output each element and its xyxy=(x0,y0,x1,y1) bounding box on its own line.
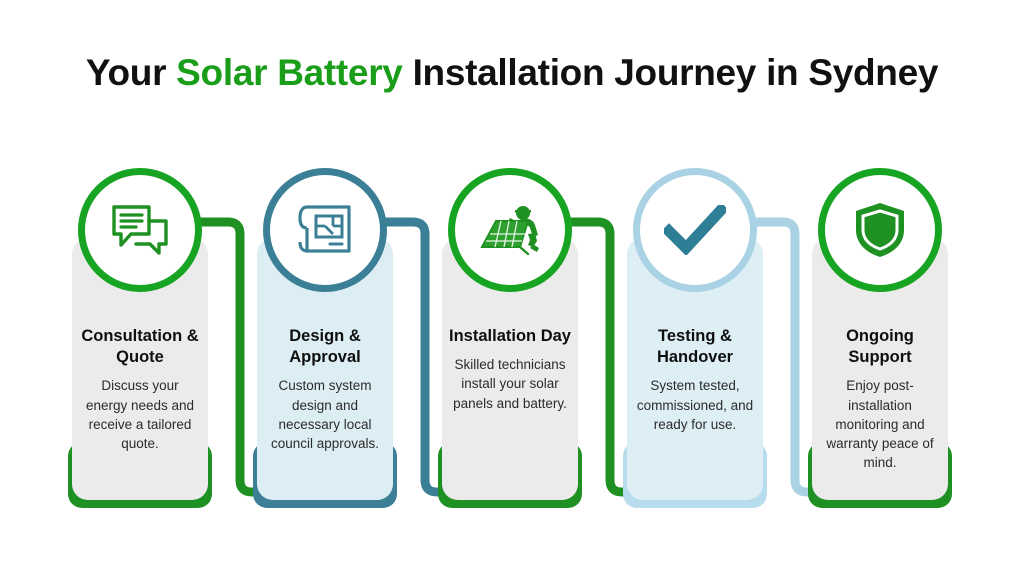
step-description: Custom system design and necessary local… xyxy=(270,378,380,452)
page-title-part1: Your xyxy=(85,52,177,93)
step-title: Ongoing Support xyxy=(846,327,914,367)
blueprint-icon xyxy=(263,168,387,292)
checkmark-icon xyxy=(633,168,757,292)
step-description: Skilled technicians install your solar p… xyxy=(453,357,567,411)
step-title: Installation Day xyxy=(449,327,571,345)
page-title-part2: Installation Journey in Sydney xyxy=(402,52,939,93)
journey-step-3: Installation Day Skilled technicians ins… xyxy=(432,168,667,528)
journey-steps: Consultation & Quote Discuss your energy… xyxy=(62,168,962,528)
step-title: Consultation & Quote xyxy=(81,327,199,367)
step-description: Enjoy post-installation monitoring and w… xyxy=(826,378,934,471)
journey-step-1: Consultation & Quote Discuss your energy… xyxy=(62,168,297,528)
step-title: Design & Approval xyxy=(289,327,361,367)
chat-bubbles-icon xyxy=(78,168,202,292)
step-title: Testing & Handover xyxy=(656,327,734,367)
journey-step-5: Ongoing Support Enjoy post-installation … xyxy=(802,168,958,528)
step-description: Discuss your energy needs and receive a … xyxy=(85,378,195,452)
step-description: System tested, commissioned, and ready f… xyxy=(636,378,754,432)
journey-step-4: Testing & Handover System tested, commis… xyxy=(617,168,852,528)
solar-panel-installer-icon xyxy=(448,168,572,292)
shield-icon xyxy=(818,168,942,292)
journey-step-2: Design & Approval Custom system design a… xyxy=(247,168,482,528)
page-title-accent: Solar Battery xyxy=(176,52,403,93)
page-title: Your Solar Battery Installation Journey … xyxy=(0,52,1024,94)
